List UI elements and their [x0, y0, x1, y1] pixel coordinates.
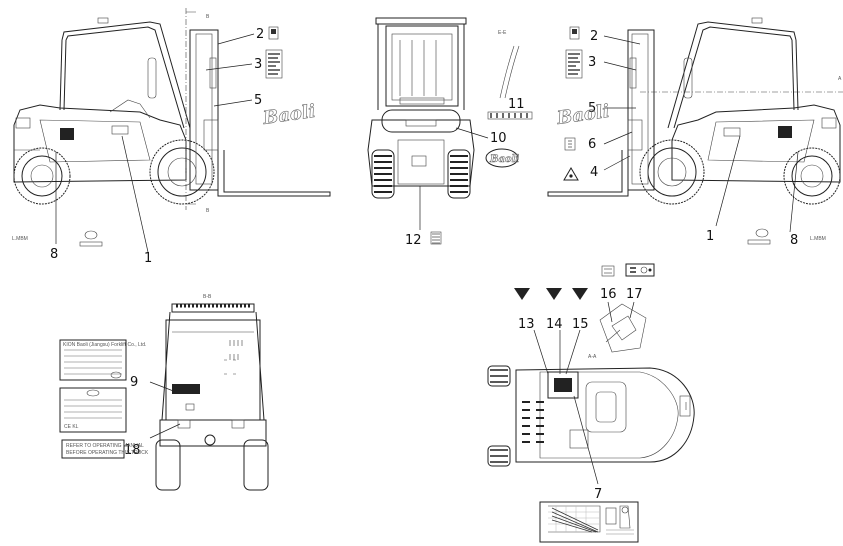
- svg-text:CE KL: CE KL: [64, 424, 79, 430]
- section-label: B: [206, 208, 210, 214]
- rear-view: B-B 9 18 KION Baoli (Jiangsu) Forklift C…: [59, 294, 269, 491]
- callout-number: 3: [254, 57, 262, 72]
- callout-number: 18: [124, 443, 141, 458]
- load-capacity-chart-decal: [539, 501, 639, 543]
- callout-number: 3: [588, 55, 596, 70]
- oval-logo-decal: [747, 228, 771, 245]
- left-side-view: B B 2 3 5 8 1 Baoli L.MBM: [12, 8, 331, 266]
- callout-number: 7: [594, 487, 602, 502]
- callout-number: 12: [405, 233, 422, 248]
- callout-number: 14: [546, 317, 563, 332]
- load-chart-decal-icon: [565, 49, 583, 79]
- callout-number: 2: [590, 29, 598, 44]
- oval-brand-badge: Baoli: [485, 148, 520, 168]
- callout-number: 10: [490, 131, 507, 146]
- brand-logo-outline: Baoli: [555, 101, 611, 129]
- svg-text:REFER TO OPERATING MANUAL: REFER TO OPERATING MANUAL: [66, 443, 144, 449]
- svg-text:BEFORE OPERATING THIS TRUCK: BEFORE OPERATING THIS TRUCK: [66, 450, 149, 456]
- callout-number: 4: [590, 165, 598, 180]
- operating-notice-plate: REFER TO OPERATING MANUAL BEFORE OPERATI…: [61, 439, 149, 459]
- pictogram-decal-2: [546, 288, 562, 300]
- detail-view: [599, 303, 647, 353]
- front-tire-right: [447, 149, 471, 199]
- front-tire-left: [371, 149, 395, 199]
- callout-number: 5: [588, 101, 596, 116]
- pictogram-decal-3: [572, 288, 588, 300]
- right-side-view: A 2 3 5 6 4 1 8 Baoli L.MBM: [547, 17, 843, 248]
- callout-number: 9: [130, 375, 138, 390]
- pictogram-decal-1: [514, 288, 530, 300]
- oval-logo-decal: [79, 230, 103, 247]
- stripe-decal: L.MBM: [12, 236, 28, 242]
- callout-number: 2: [256, 27, 264, 42]
- stripe-decal: L.MBM: [810, 236, 826, 242]
- callout-number: 16: [600, 287, 617, 302]
- front-view: 10 12 11 E-E Baoli: [367, 17, 533, 248]
- hazard-triangle-icon: [563, 167, 579, 181]
- callout-number: 1: [706, 229, 714, 244]
- notice-decal-icon: [564, 137, 576, 151]
- small-decal-icon: [601, 265, 615, 277]
- section-label: A: [838, 76, 842, 82]
- section-label: B-B: [203, 294, 212, 300]
- callout-number: 5: [254, 93, 262, 108]
- svg-text:Baoli: Baoli: [489, 154, 519, 165]
- top-view: 16 17 A-A 13 14 15 7: [487, 263, 695, 543]
- callout-number: 8: [790, 233, 798, 248]
- callout-number: 8: [50, 247, 58, 262]
- section-label: E-E: [498, 30, 507, 36]
- svg-text:KION Baoli (Jiangsu) Forklift: KION Baoli (Jiangsu) Forklift Co., Ltd.: [63, 342, 146, 348]
- control-decal-icon: [625, 263, 655, 277]
- section-label: A-A: [588, 354, 597, 360]
- rating-plate: CE KL: [59, 387, 127, 433]
- brand-logo-outline: Baoli: [261, 101, 317, 129]
- warning-strip-decal: [487, 111, 533, 120]
- qr-decal-icon: [430, 231, 442, 245]
- callout-number: 11: [508, 97, 525, 112]
- callout-number: 15: [572, 317, 589, 332]
- warning-decal-icon: [569, 26, 580, 40]
- section-label: B: [206, 14, 210, 20]
- load-chart-decal-icon: [265, 49, 283, 79]
- callout-number: 17: [626, 287, 643, 302]
- callout-number: 13: [518, 317, 535, 332]
- identification-plate: KION Baoli (Jiangsu) Forklift Co., Ltd.: [59, 339, 146, 381]
- callout-number: 6: [588, 137, 596, 152]
- warning-decal-icon: [268, 26, 279, 40]
- callout-number: 1: [144, 251, 152, 266]
